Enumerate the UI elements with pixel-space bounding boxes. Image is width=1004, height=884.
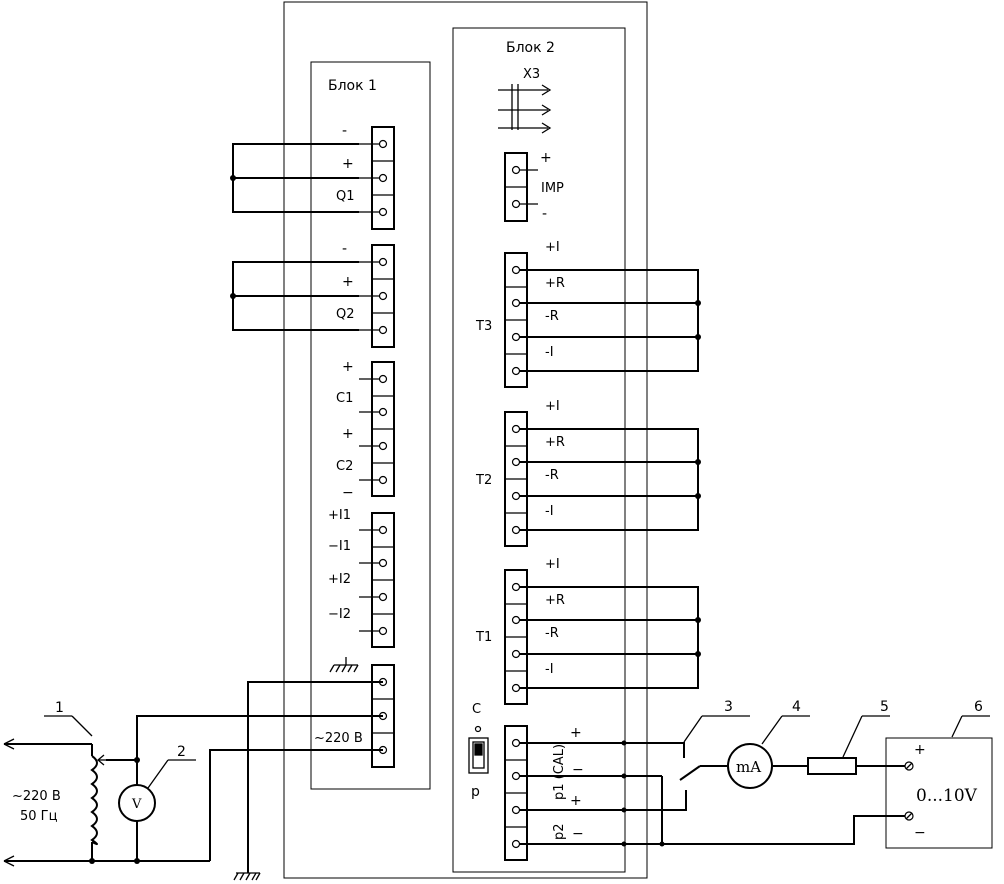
terminal-strip-q1 — [359, 126, 395, 230]
t1-pin-plus-i-label: +I — [545, 557, 560, 572]
t1-label: T1 — [475, 630, 492, 645]
c2-minus-label: − — [342, 485, 354, 501]
imp-label: IMP — [541, 181, 564, 196]
minus-i2-label: −I2 — [328, 607, 351, 622]
supply-terminal-icons — [904, 761, 914, 821]
supply-minus-label: − — [914, 825, 926, 841]
block1-title: Блок 1 — [328, 78, 377, 94]
t3-sensor-wiring — [519, 269, 701, 372]
supply-plus-label: + — [914, 742, 926, 758]
bottom-ground-icon — [233, 872, 261, 881]
callout-1 — [44, 715, 93, 737]
connector-x3-icon — [498, 84, 552, 134]
t2-pin-minus-r-label: -R — [545, 468, 559, 483]
device-enclosure — [283, 1, 648, 879]
block2-frame — [452, 27, 626, 873]
callout-3 — [683, 715, 750, 743]
milliammeter-icon — [727, 743, 773, 789]
callout-5 — [842, 715, 890, 758]
plus-i2-label: +I2 — [328, 572, 351, 587]
t2-sensor-wiring — [519, 428, 701, 531]
voltmeter-label: V — [131, 797, 142, 812]
q1-plus-label: + — [342, 156, 354, 172]
q1-minus-label: - — [342, 123, 347, 139]
terminal-strip-i — [359, 512, 395, 648]
p1-label: p1 (CAL) — [552, 744, 567, 800]
voltmeter-icon — [118, 784, 156, 822]
x3-label: X3 — [523, 67, 540, 82]
block1-frame — [310, 61, 431, 790]
switch-p-label: p — [471, 784, 480, 800]
callout-4-label: 4 — [792, 699, 801, 715]
t2-pin-minus-i-label: -I — [545, 504, 554, 519]
q2-plus-label: + — [342, 274, 354, 290]
p2-plus-label: + — [570, 793, 582, 809]
t1-pin-minus-i-label: -I — [545, 662, 554, 677]
q1-label: Q1 — [336, 189, 355, 204]
c2-label: C2 — [336, 459, 353, 474]
t3-pin-minus-r-label: -R — [545, 309, 559, 324]
c1-label: C1 — [336, 391, 353, 406]
terminal-strip-c — [359, 361, 395, 497]
q2-minus-label: - — [342, 241, 347, 257]
milliammeter-label: mA — [736, 758, 761, 776]
switch-c-label: C — [472, 702, 481, 717]
t3-pin-plus-r-label: +R — [545, 276, 565, 291]
t2-pin-plus-r-label: +R — [545, 435, 565, 450]
t1-pin-minus-r-label: -R — [545, 626, 559, 641]
autotransformer-icon — [90, 754, 106, 846]
callout-6 — [951, 715, 990, 738]
q2-jumper-wire — [230, 261, 359, 331]
terminal-strip-t3 — [504, 252, 528, 388]
terminal-strip-imp — [504, 152, 538, 222]
callout-1-label: 1 — [55, 700, 64, 716]
imp-minus-label: - — [542, 206, 547, 222]
minus-i1-label: −I1 — [328, 539, 351, 554]
power-label: ~220 B — [314, 731, 363, 746]
t3-pin-minus-i-label: -I — [545, 345, 554, 360]
terminal-strip-output — [504, 725, 528, 861]
t3-pin-plus-i-label: +I — [545, 240, 560, 255]
calibration-switch-icon[interactable] — [468, 725, 489, 774]
c1-plus-label: + — [342, 359, 354, 375]
terminal-strip-q2 — [359, 244, 395, 348]
source-voltage-label: ~220 B — [12, 789, 61, 804]
t3-label: T3 — [475, 319, 492, 334]
supply-range-label: 0...10V — [916, 786, 978, 806]
p2-minus-label: − — [572, 826, 584, 842]
t2-label: T2 — [475, 473, 492, 488]
callout-3-label: 3 — [724, 699, 733, 715]
t2-pin-plus-i-label: +I — [545, 399, 560, 414]
power-supply-box — [885, 737, 993, 849]
callout-6-label: 6 — [974, 699, 983, 715]
callout-5-label: 5 — [880, 699, 889, 715]
p2-label: p2 — [552, 823, 567, 840]
q1-jumper-wire — [230, 143, 359, 213]
callout-4 — [761, 715, 810, 745]
t1-sensor-wiring — [519, 586, 701, 689]
c2-plus-label: + — [342, 426, 354, 442]
terminal-strip-t1 — [504, 569, 528, 705]
resistor-icon — [807, 757, 857, 775]
ground-icon — [329, 657, 359, 673]
callout-2 — [147, 759, 196, 789]
terminal-strip-t2 — [504, 411, 528, 547]
t1-pin-plus-r-label: +R — [545, 593, 565, 608]
imp-plus-label: + — [540, 150, 552, 166]
power-input-wiring — [3, 681, 383, 873]
plus-i1-label: +I1 — [328, 508, 351, 523]
p1-minus-label: − — [572, 762, 584, 778]
q2-label: Q2 — [336, 307, 355, 322]
output-wiring — [519, 740, 905, 847]
p1-plus-label: + — [570, 725, 582, 741]
block2-title: Блок 2 — [506, 40, 555, 56]
source-frequency-label: 50 Гц — [20, 809, 58, 824]
callout-2-label: 2 — [177, 744, 186, 760]
